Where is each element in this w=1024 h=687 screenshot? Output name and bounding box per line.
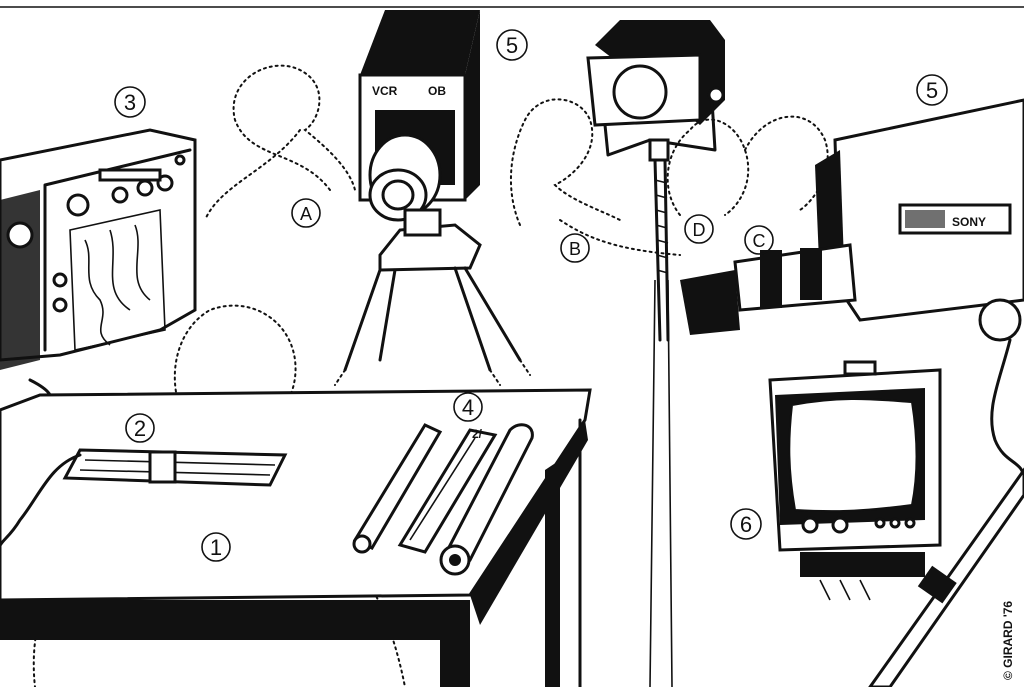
- ruler-text: 2/: [472, 427, 483, 441]
- label-5-right: 5: [916, 74, 948, 106]
- label-5-left: 5: [496, 29, 528, 61]
- signature: © GIRARD '76: [1001, 601, 1015, 680]
- lamp-icon: [586, 20, 725, 687]
- svg-text:4: 4: [462, 395, 474, 420]
- svg-text:5: 5: [926, 78, 938, 103]
- camera-brand-sony: SONY: [952, 215, 986, 229]
- label-A: A: [291, 198, 321, 228]
- label-6: 6: [730, 508, 762, 540]
- circled-labels: 1 2 3 4 5 5 6 A: [114, 29, 948, 562]
- svg-text:5: 5: [506, 33, 518, 58]
- table-icon: [0, 388, 592, 687]
- tubes-icon: [352, 423, 534, 576]
- slide-rule-icon: [0, 448, 288, 562]
- label-4: 4: [453, 392, 483, 422]
- label-C: C: [744, 225, 774, 255]
- label-D: D: [684, 214, 714, 244]
- label-1: 1: [201, 532, 231, 562]
- svg-text:3: 3: [124, 90, 136, 115]
- oscilloscope-icon: [0, 128, 197, 562]
- camera-brand-left: VCR: [372, 84, 398, 98]
- tv-camera-icon: VCR OB: [334, 10, 531, 386]
- video-camera-icon: SONY: [680, 98, 1024, 687]
- svg-text:D: D: [693, 220, 706, 240]
- svg-text:2: 2: [134, 416, 146, 441]
- svg-text:B: B: [569, 239, 581, 259]
- svg-text:A: A: [300, 204, 312, 224]
- svg-text:1: 1: [210, 535, 222, 560]
- svg-text:6: 6: [740, 512, 752, 537]
- camera-brand-right: OB: [428, 84, 446, 98]
- label-2: 2: [125, 413, 155, 443]
- svg-text:C: C: [753, 231, 766, 251]
- monitor-icon: [768, 360, 942, 601]
- label-B: B: [560, 233, 590, 263]
- label-3: 3: [114, 86, 146, 118]
